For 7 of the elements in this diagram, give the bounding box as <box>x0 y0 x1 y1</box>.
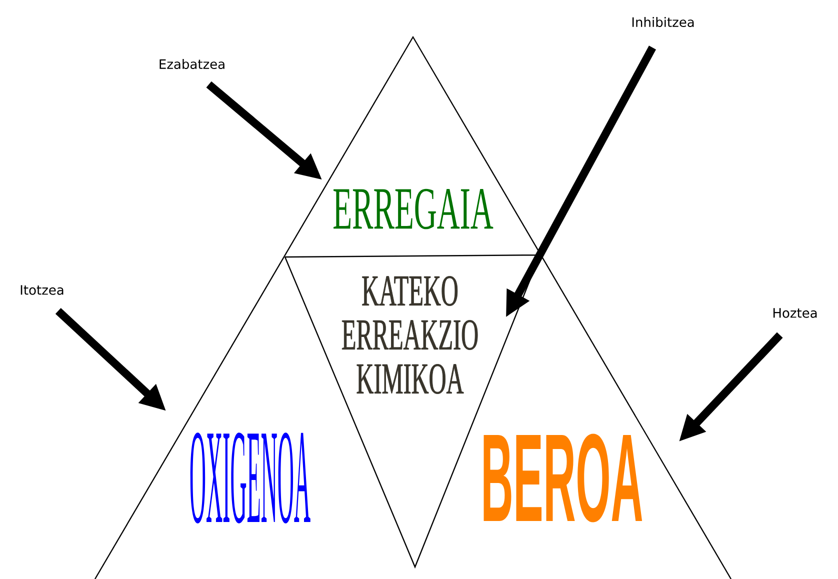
action-label: Ezabatzea <box>160 58 224 70</box>
action-label: Inhibitzea <box>632 16 694 28</box>
action-label: Itotzea <box>20 285 64 295</box>
region-label: ERREGAIA <box>334 188 494 230</box>
action-label: Hoztea <box>773 308 817 318</box>
region-label: OXIGENOA <box>190 432 310 524</box>
region-label: BEROA <box>484 434 642 522</box>
